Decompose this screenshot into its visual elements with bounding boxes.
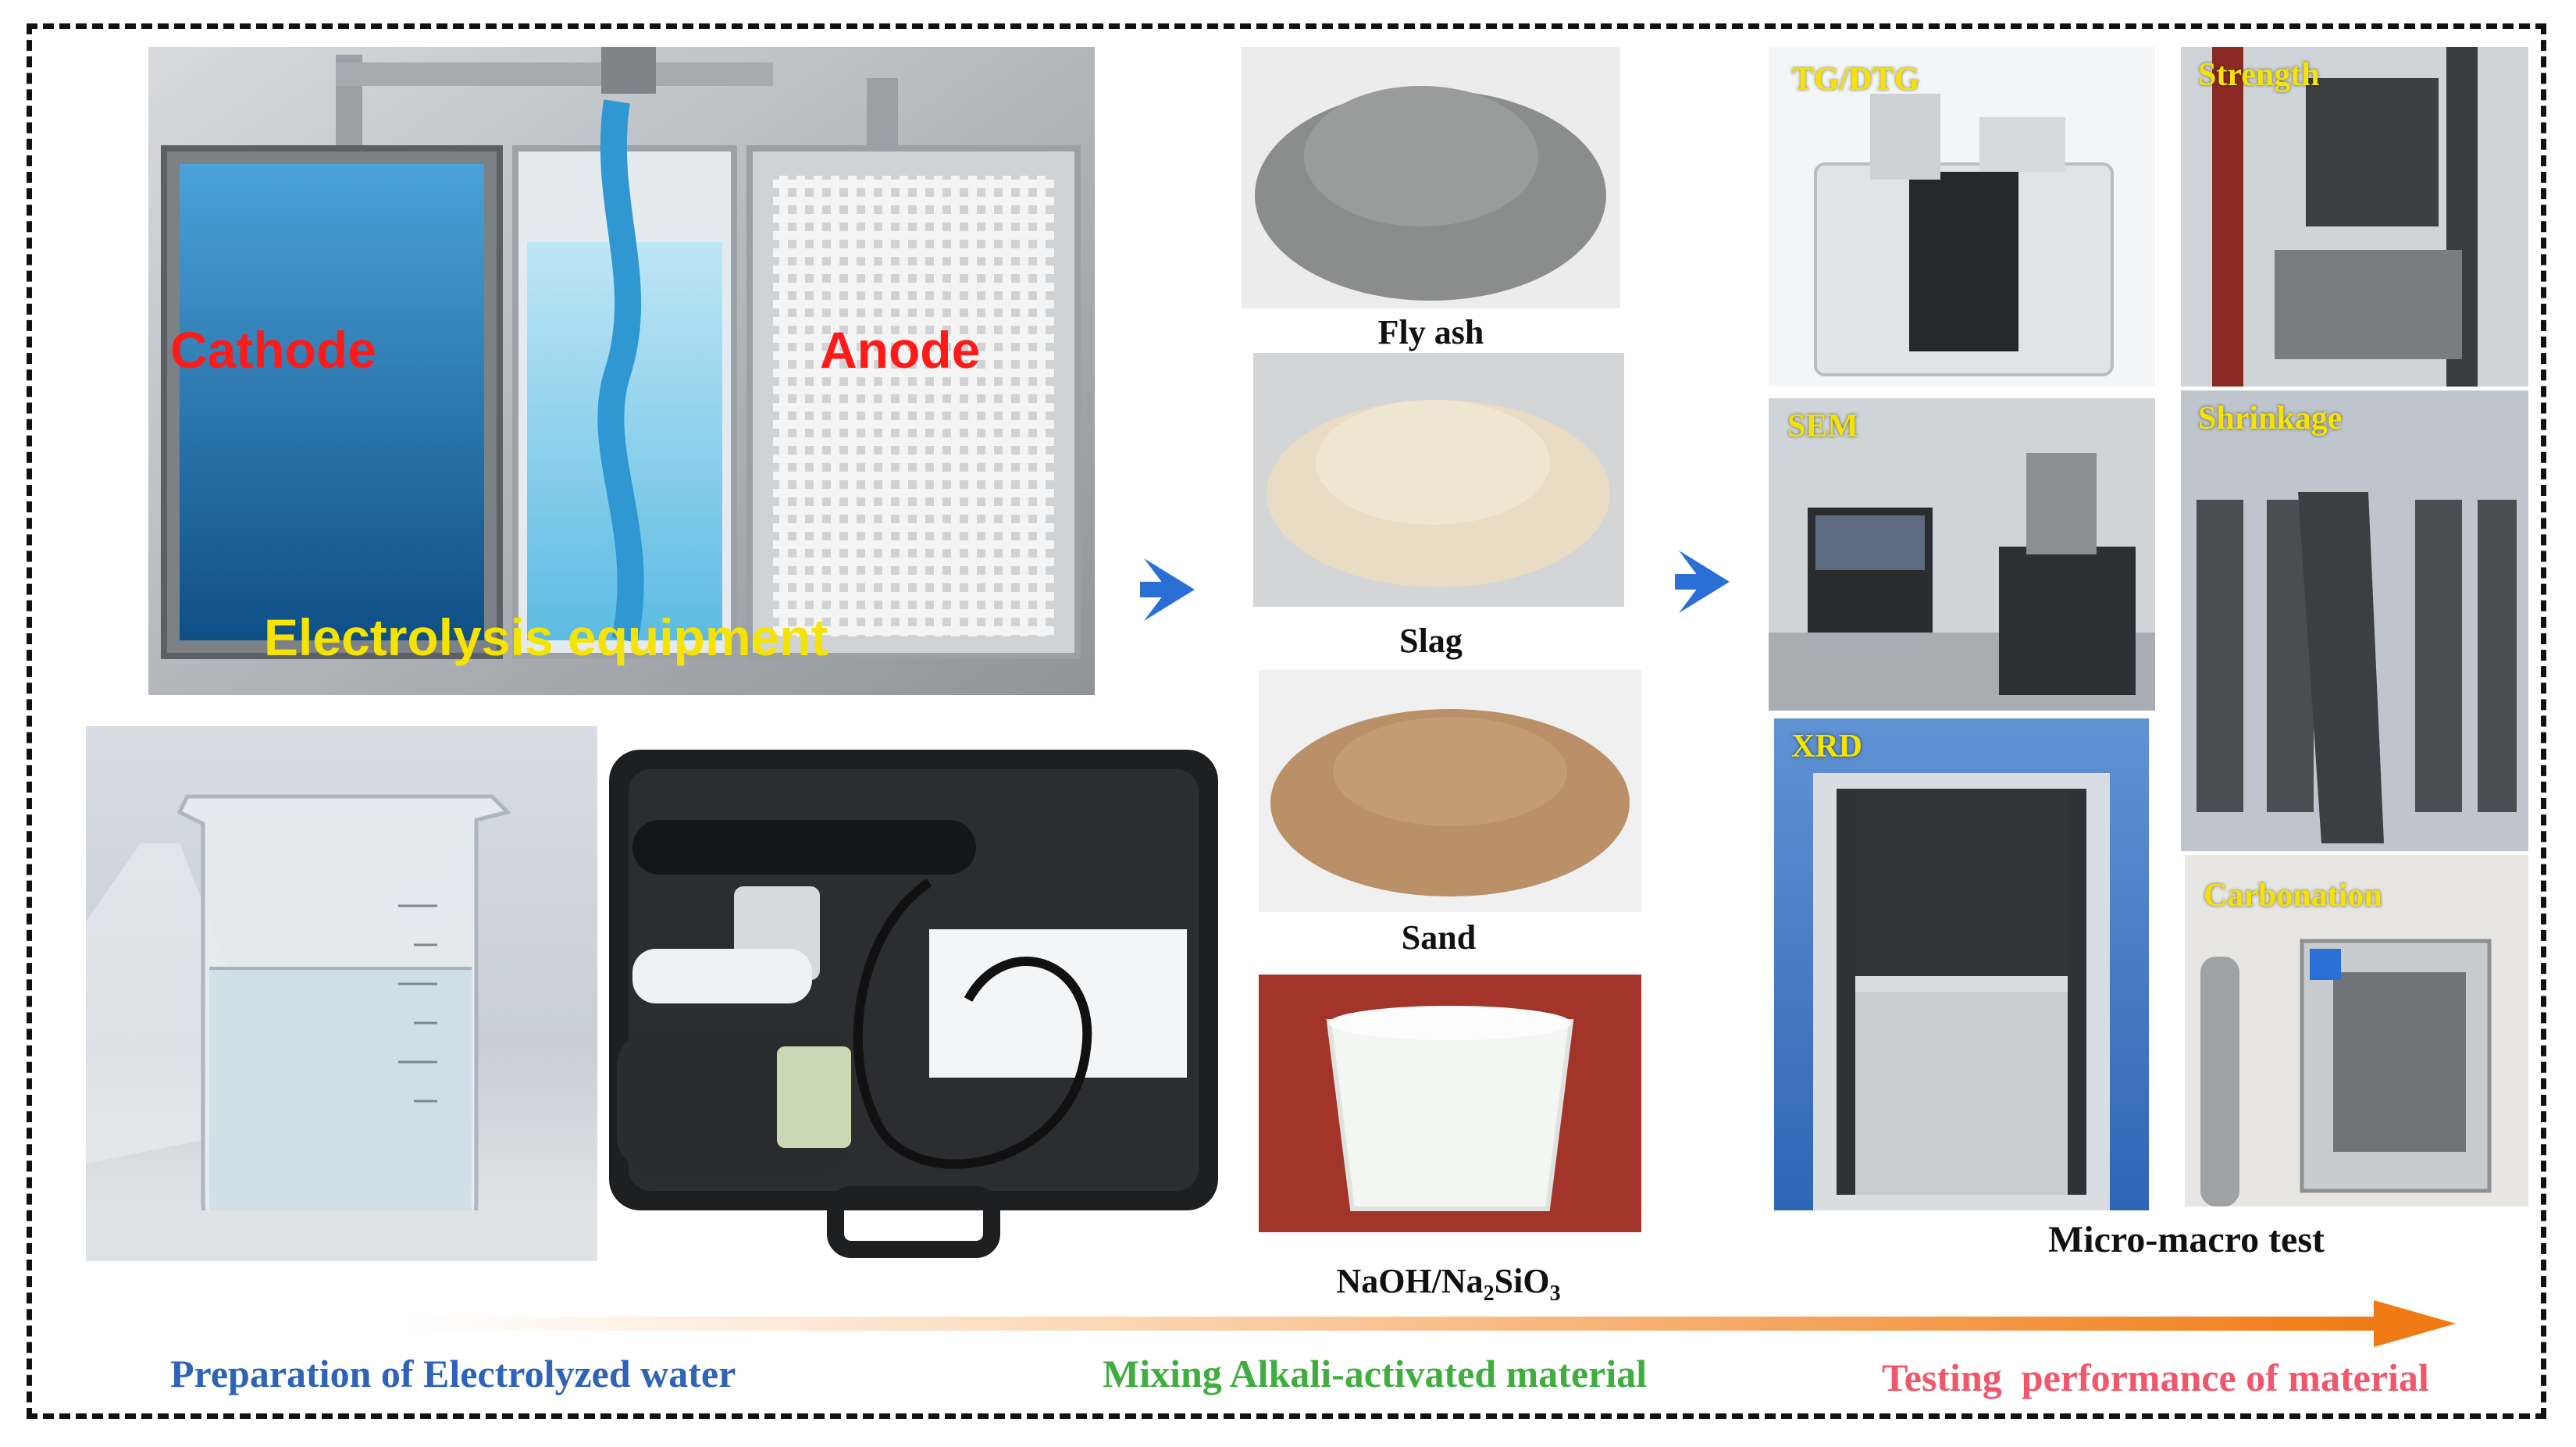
xrd-label: XRD — [1791, 729, 1862, 764]
sem-photo: SEM — [1769, 398, 2155, 711]
slag-photo — [1253, 353, 1624, 607]
strength-photo: Strength — [2181, 47, 2528, 387]
tg-dtg-photo: TG/DTG — [1769, 47, 2155, 387]
outer-dashed-frame — [27, 23, 2546, 1419]
fly-ash-photo — [1242, 47, 1620, 308]
activator-text-b: SiO — [1494, 1262, 1550, 1300]
ph-meter-case-illustration — [609, 750, 1218, 1258]
cathode-label: Cathode — [170, 321, 376, 379]
electrolysis-equipment-photo: Cathode Anode Electrolysis equipment — [148, 47, 1095, 695]
step-arrow-2 — [1675, 551, 1730, 613]
beaker-photo — [86, 726, 597, 1261]
sand-photo — [1259, 670, 1641, 912]
stage-preparation-label: Preparation of Electrolyzed water — [170, 1352, 736, 1395]
fly-ash-caption: Fly ash — [1377, 313, 1484, 351]
activator-solution-photo — [1259, 975, 1641, 1232]
carbonation-label: Carbonation — [2204, 878, 2382, 914]
anode-label: Anode — [820, 321, 981, 379]
step-arrow-1 — [1140, 558, 1195, 621]
slag-caption: Slag — [1399, 622, 1463, 660]
activator-text-a: NaOH/Na — [1336, 1262, 1484, 1300]
activator-sub-2: 3 — [1549, 1281, 1561, 1306]
activator-sub-1: 2 — [1483, 1281, 1495, 1306]
strength-label: Strength — [2198, 57, 2320, 93]
tg-dtg-label: TG/DTG — [1792, 62, 1920, 98]
process-timeline-arrow — [406, 1300, 2456, 1347]
electrolysis-equipment-label: Electrolysis equipment — [264, 608, 828, 666]
shrinkage-label: Shrinkage — [2198, 401, 2343, 437]
shrinkage-photo: Shrinkage — [2181, 390, 2528, 851]
beaker-illustration — [86, 794, 597, 1261]
sem-label: SEM — [1787, 408, 1859, 444]
xrd-photo: XRD — [1774, 718, 2149, 1210]
ph-meter-kit-photo — [601, 726, 1226, 1265]
micro-macro-test-caption: Micro-macro test — [2047, 1219, 2325, 1260]
sand-caption: Sand — [1401, 918, 1477, 957]
stage-testing-label: Testing performance of material — [1882, 1356, 2429, 1399]
activator-caption: NaOH/Na2SiO3 — [1249, 1261, 1648, 1306]
carbonation-photo: Carbonation — [2185, 855, 2528, 1206]
electrolysis-cell-illustration — [148, 47, 1095, 695]
stage-mixing-label: Mixing Alkali-activated material — [1103, 1352, 1648, 1395]
